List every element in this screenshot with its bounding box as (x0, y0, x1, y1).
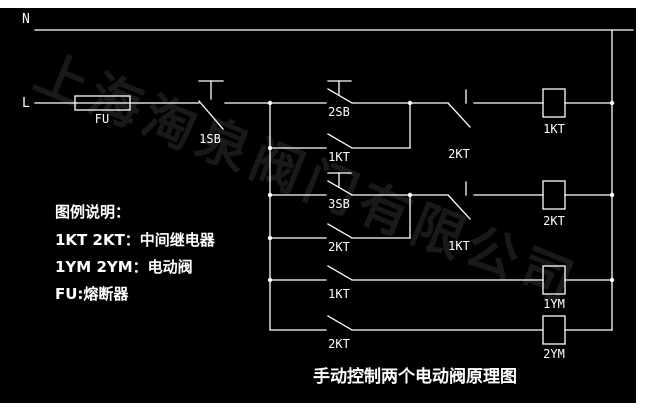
contact-1kt-row3-label: 1KT (328, 287, 350, 301)
valve-coil-1ym-label: 1YM (543, 297, 565, 311)
fuse-symbol (34, 95, 200, 111)
start-button-3sb-label: 3SB (328, 197, 350, 211)
drawing-area (0, 8, 636, 403)
legend-block: 图例说明： 1KT 2KT：中间继电器 1YM 2YM：电动阀 FU:熔断器 (55, 203, 216, 303)
frame-right (636, 0, 645, 416)
no-contact-blade-icon (327, 180, 353, 196)
row4-branch (269, 315, 613, 345)
frame-bottom (0, 403, 645, 416)
hold-contact-2kt-symbol (269, 194, 411, 239)
hold-contact-1kt-symbol (269, 102, 411, 149)
start-button-2sb-label: 2SB (328, 105, 350, 119)
stop-button-symbol (198, 80, 271, 130)
start-button-2sb-symbol (327, 80, 353, 104)
live-label: L (22, 96, 30, 111)
no-contact-blade-icon (327, 133, 353, 149)
legend-item-valves: 1YM 2YM：电动阀 (55, 258, 193, 276)
legend-item-fuse: FU:熔断器 (55, 285, 129, 303)
neutral-label: N (22, 12, 30, 27)
row1-branch (269, 80, 613, 149)
legend-title: 图例说明： (55, 203, 130, 221)
contact-2kt-row4-label: 2KT (328, 337, 350, 351)
legend-item-relays: 1KT 2KT：中间继电器 (55, 231, 216, 249)
valve-coil-2ym-label: 2YM (543, 347, 565, 361)
fuse-body-icon (74, 95, 131, 111)
diagram-caption: 手动控制两个电动阀原理图 (313, 366, 517, 387)
interlock-1kt-label: 1KT (448, 239, 470, 253)
row3-branch (269, 265, 613, 295)
interlock-1kt-symbol (447, 181, 471, 220)
frame-top (0, 0, 645, 8)
fuse-label: FU (95, 112, 109, 126)
interlock-2kt-label: 2KT (448, 147, 470, 161)
junction-dots (267, 100, 615, 283)
stop-button-label: 1SB (199, 132, 221, 146)
relay-coil-1kt-label: 1KT (543, 122, 565, 136)
nc-contact-blade-icon (447, 102, 471, 128)
no-contact-blade-icon (327, 223, 353, 239)
relay-coil-2kt-label: 2KT (543, 214, 565, 228)
row2-branch (269, 172, 613, 239)
hold-contact-1kt-label: 1KT (328, 150, 350, 164)
hold-contact-2kt-label: 2KT (328, 240, 350, 254)
no-contact-blade-icon (327, 88, 353, 104)
start-button-3sb-symbol (327, 172, 353, 196)
nc-contact-blade-icon (447, 194, 471, 220)
nc-contact-blade-icon (198, 100, 224, 130)
no-contact-blade-icon (327, 265, 353, 281)
interlock-2kt-symbol (447, 89, 471, 128)
no-contact-blade-icon (327, 315, 353, 331)
